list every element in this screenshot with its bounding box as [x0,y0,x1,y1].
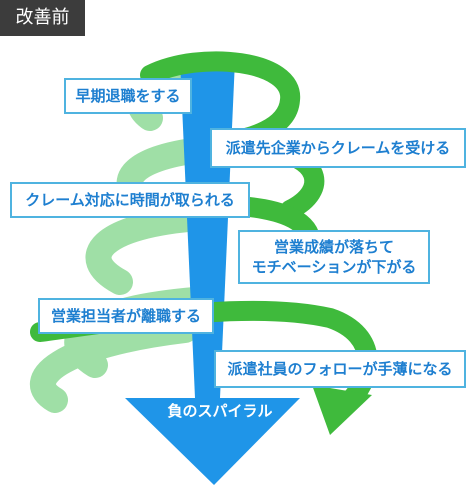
label-complaint-handling-time: クレーム対応に時間が取られる [10,182,250,218]
spiral-back-band-3 [85,205,213,295]
spiral-end-arrowhead [312,385,372,435]
label-sales-motivation-drop: 営業成績が落ちて モチベーションが下がる [238,230,430,284]
spiral-back-bands [30,62,218,413]
negative-spiral-label: 負のスパイラル [167,402,273,420]
label-client-complaints: 派遣先企業からクレームを受ける [210,128,466,168]
label-early-retirement: 早期退職をする [64,78,192,114]
label-follow-up-thin: 派遣社員のフォローが手薄になる [214,350,466,388]
label-sales-rep-leaves: 営業担当者が離職する [38,298,214,334]
spiral-back-band-5 [30,317,198,413]
down-arrow-head [125,398,300,485]
before-improvement-tag: 改善前 [0,0,85,36]
